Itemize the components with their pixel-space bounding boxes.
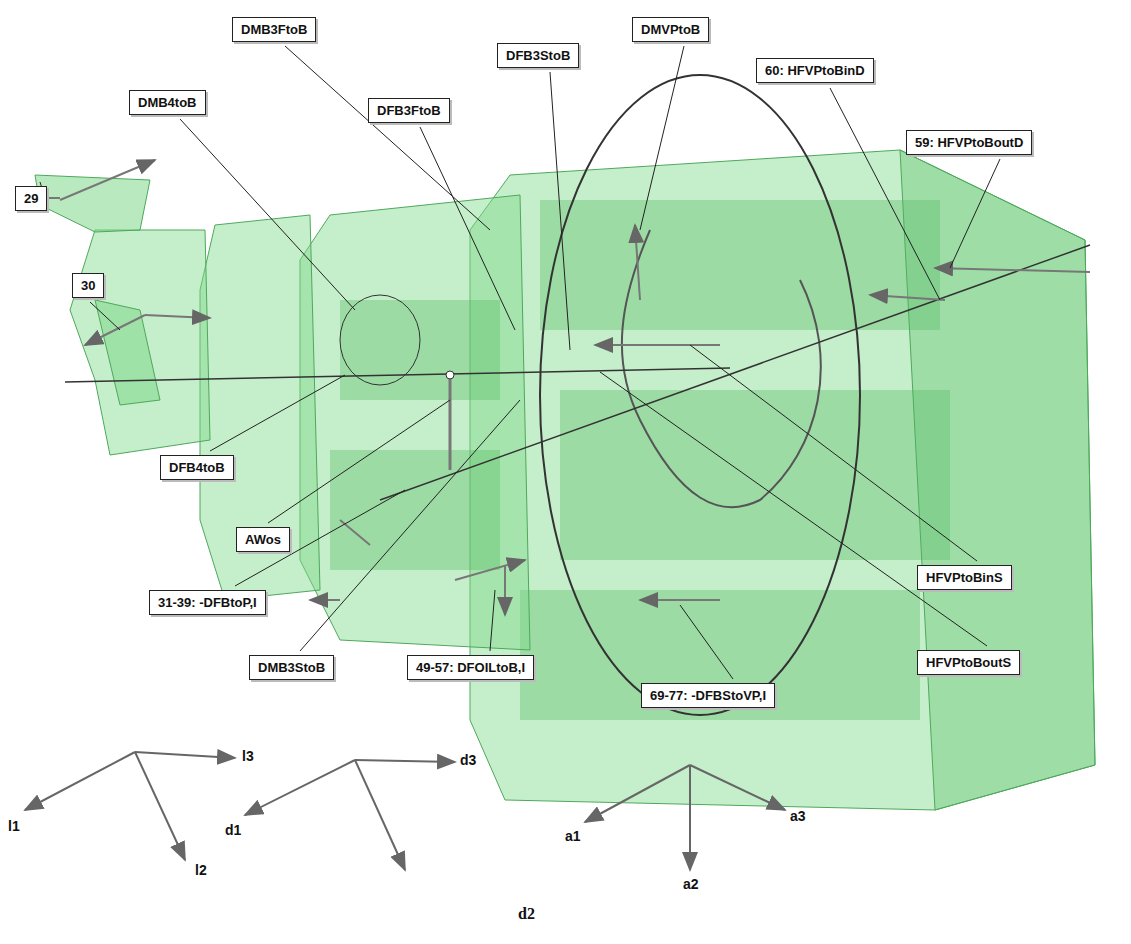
callout-box: DMVPtoB [632,17,709,42]
callout-box: DMB3StoB [249,655,334,680]
axis-label: d1 [225,822,241,838]
callout-text: 29 [24,191,38,206]
callout-text: 31-39: -DFBtoP,I [158,595,257,610]
callout-box: 69-77: -DFBStoVP,I [641,683,775,708]
callout-box: DMB3FtoB [232,17,316,42]
callout-box: DMB4toB [129,90,206,115]
callout-box: 49-57: DFOILtoB,I [407,655,534,680]
callout-box: DFB4toB [160,455,234,480]
axis-label: a3 [790,808,806,824]
callout-box: HFVPtoBoutS [917,650,1020,675]
callout-text: HFVPtoBoutS [926,655,1011,670]
callout-text: DFB4toB [169,460,225,475]
callout-text: DMB3FtoB [241,22,307,37]
axis-label: d3 [460,752,476,768]
axis-label: a1 [565,828,581,844]
axis-label: a2 [683,876,699,892]
axis-label: l1 [8,818,20,834]
callout-text: 59: HFVPtoBoutD [915,135,1023,150]
callout-box: AWos [236,527,290,552]
callout-box: 59: HFVPtoBoutD [906,130,1032,155]
callout-text: AWos [245,532,281,547]
axis-label: l3 [242,748,254,764]
callout-text: HFVPtoBinS [926,570,1003,585]
callout-text: DMVPtoB [641,22,700,37]
callout-box: HFVPtoBinS [917,565,1012,590]
callout-text: 60: HFVPtoBinD [765,63,865,78]
callout-box: DFB3StoB [497,43,579,68]
callout-box: 60: HFVPtoBinD [756,58,874,83]
callout-box: 29 [15,186,47,211]
axis-label: l2 [195,862,207,878]
callout-text: DFB3FtoB [377,103,441,118]
callout-text: 69-77: -DFBStoVP,I [650,688,766,703]
callout-text: DFB3StoB [506,48,570,63]
callout-box: DFB3FtoB [368,98,450,123]
callout-text: DMB4toB [138,95,197,110]
axis-label: d2 [518,905,535,923]
callout-text: 49-57: DFOILtoB,I [416,660,525,675]
callout-box: 31-39: -DFBtoP,I [149,590,266,615]
callout-box: 30 [72,273,104,298]
callout-text: DMB3StoB [258,660,325,675]
callout-text: 30 [81,278,95,293]
